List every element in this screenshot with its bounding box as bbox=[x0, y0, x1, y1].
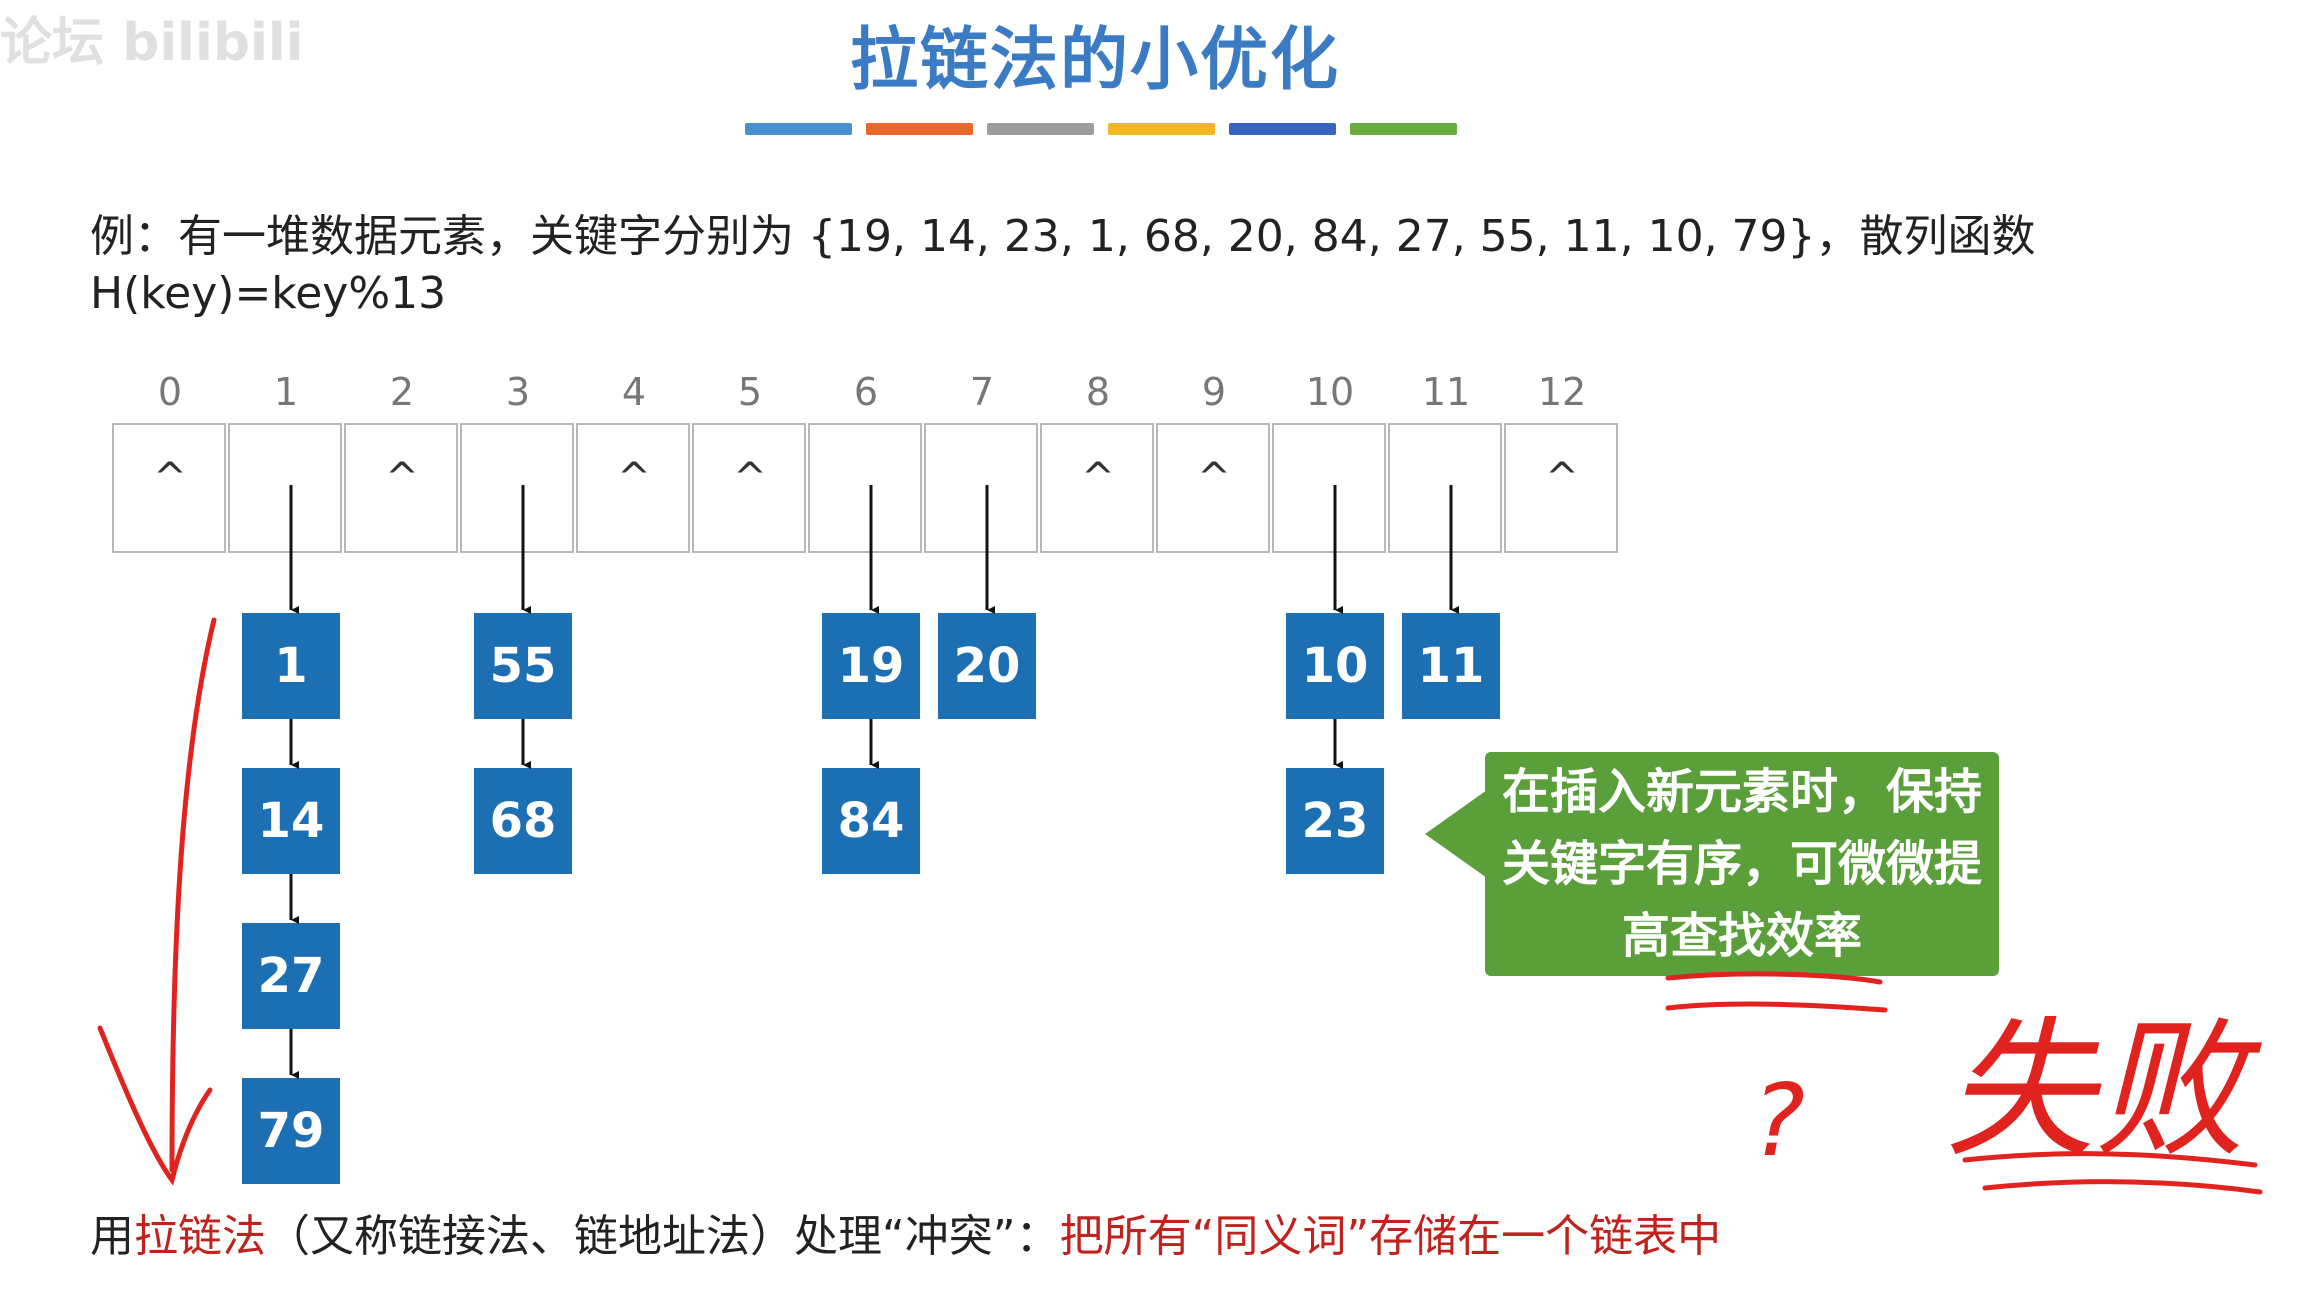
bucket-index: 10 bbox=[1305, 370, 1355, 414]
handwritten-question-mark: ? bbox=[1752, 1062, 1805, 1179]
null-pointer-symbol: ^ bbox=[1545, 455, 1579, 501]
null-pointer-symbol: ^ bbox=[1081, 455, 1115, 501]
chain-node: 20 bbox=[938, 613, 1036, 719]
bucket-index: 9 bbox=[1201, 370, 1227, 414]
bucket-cell bbox=[1504, 423, 1618, 553]
color-bar-segment bbox=[745, 123, 852, 135]
definition-part-2: （又称链接法、链地址法）处理“冲突”： bbox=[266, 1211, 1060, 1262]
color-bar-segment bbox=[866, 123, 973, 135]
bucket-index: 7 bbox=[969, 370, 995, 414]
callout-pointer bbox=[1425, 790, 1487, 878]
handwritten-down-arrow bbox=[169, 617, 217, 1173]
bucket-index: 8 bbox=[1085, 370, 1111, 414]
page-title: 拉链法的小优化 bbox=[849, 21, 1340, 100]
color-bar-segment bbox=[1229, 123, 1336, 135]
bucket-cell bbox=[344, 423, 458, 553]
watermark: 论坛 bilibili bbox=[0, 13, 304, 73]
handwritten-underline bbox=[1982, 1179, 2263, 1195]
color-bar-segment bbox=[1108, 123, 1215, 135]
bucket-cell bbox=[112, 423, 226, 553]
null-pointer-symbol: ^ bbox=[733, 455, 767, 501]
null-pointer-symbol: ^ bbox=[385, 455, 419, 501]
definition-term: 拉链法 bbox=[134, 1211, 266, 1262]
chain-node: 84 bbox=[822, 768, 920, 874]
bucket-cell bbox=[692, 423, 806, 553]
chain-node: 79 bbox=[242, 1078, 340, 1184]
bucket-index: 12 bbox=[1537, 370, 1587, 414]
bucket-index: 2 bbox=[389, 370, 415, 414]
color-bar-segment bbox=[1350, 123, 1457, 135]
null-pointer-symbol: ^ bbox=[1197, 455, 1231, 501]
definition-part-1: 用 bbox=[90, 1211, 134, 1262]
null-pointer-symbol: ^ bbox=[153, 455, 187, 501]
chain-node: 23 bbox=[1286, 768, 1384, 874]
handwritten-underline bbox=[1665, 1001, 1888, 1013]
chain-node: 10 bbox=[1286, 613, 1384, 719]
bucket-index: 4 bbox=[621, 370, 647, 414]
chain-node: 19 bbox=[822, 613, 920, 719]
example-text-line-1: 例：有一堆数据元素，关键字分别为 {19, 14, 23, 1, 68, 20,… bbox=[90, 211, 2036, 262]
handwritten-arrow-head bbox=[97, 1025, 213, 1186]
chain-node: 1 bbox=[242, 613, 340, 719]
optimization-callout: 在插入新元素时，保持 关键字有序，可微微提 高查找效率 bbox=[1485, 752, 1999, 976]
bucket-index: 11 bbox=[1421, 370, 1471, 414]
bucket-cell bbox=[460, 423, 574, 553]
chain-node: 27 bbox=[242, 923, 340, 1029]
color-bar-segment bbox=[987, 123, 1094, 135]
null-pointer-symbol: ^ bbox=[617, 455, 651, 501]
bucket-cell bbox=[228, 423, 342, 553]
bucket-index: 3 bbox=[505, 370, 531, 414]
bucket-cell bbox=[1388, 423, 1502, 553]
bucket-cell bbox=[808, 423, 922, 553]
bucket-index: 5 bbox=[737, 370, 763, 414]
bucket-index: 1 bbox=[273, 370, 299, 414]
definition-highlight: 把所有“同义词”存储在一个链表中 bbox=[1059, 1211, 1722, 1262]
bucket-cell bbox=[924, 423, 1038, 553]
bucket-index: 0 bbox=[157, 370, 183, 414]
bucket-index: 6 bbox=[853, 370, 879, 414]
handwritten-underline bbox=[1665, 971, 1883, 985]
callout-line-3: 高查找效率 bbox=[1621, 908, 1862, 964]
chain-node: 68 bbox=[474, 768, 572, 874]
chaining-definition: 用拉链法（又称链接法、链地址法）处理“冲突”：把所有“同义词”存储在一个链表中 bbox=[90, 1200, 1721, 1264]
chain-node: 55 bbox=[474, 613, 572, 719]
bucket-cell bbox=[1040, 423, 1154, 553]
chain-node: 11 bbox=[1402, 613, 1500, 719]
chain-node: 14 bbox=[242, 768, 340, 874]
handwritten-underline bbox=[1962, 1151, 2258, 1168]
hash-function-text: H(key)=key%13 bbox=[90, 268, 447, 319]
bucket-cell bbox=[1156, 423, 1270, 553]
callout-line-2: 关键字有序，可微微提 bbox=[1501, 836, 1982, 892]
bucket-cell bbox=[1272, 423, 1386, 553]
handwritten-fail-text: 失败 bbox=[1945, 1004, 2262, 1178]
callout-line-1: 在插入新元素时，保持 bbox=[1501, 764, 1982, 820]
bucket-cell bbox=[576, 423, 690, 553]
